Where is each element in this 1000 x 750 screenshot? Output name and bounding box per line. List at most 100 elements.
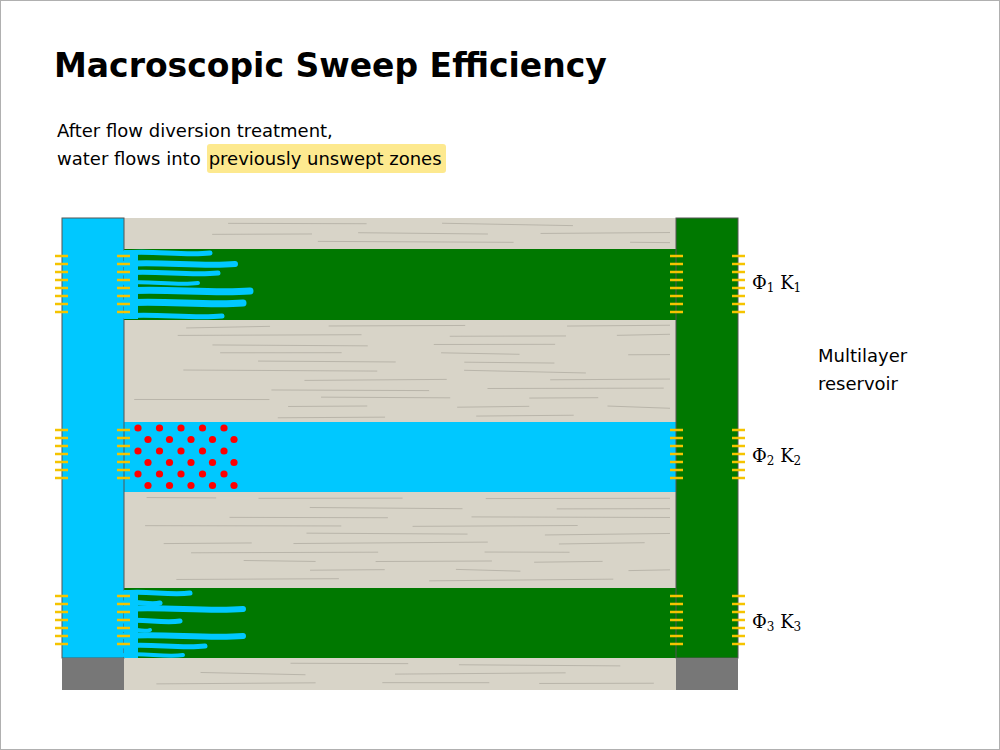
texture-stroke [472, 516, 670, 518]
perforation-tick [732, 603, 745, 606]
perforation-tick [117, 295, 130, 298]
perforation-tick [670, 295, 683, 298]
texture-stroke [310, 507, 463, 508]
texture-stroke [464, 370, 586, 373]
perforation-tick [732, 611, 745, 614]
perforation-tick [55, 437, 68, 440]
texture-stroke [271, 389, 429, 391]
water-finger [124, 315, 222, 317]
texture-stroke [230, 517, 388, 518]
perforation-tick [670, 445, 683, 448]
perforation-tick [117, 461, 130, 464]
texture-stroke [442, 223, 573, 225]
texture-stroke [178, 334, 362, 336]
particle-dot [230, 482, 237, 489]
perforation-tick [732, 595, 745, 598]
perforation-tick [732, 295, 745, 298]
texture-stroke [450, 335, 566, 336]
texture-stroke [164, 542, 252, 544]
texture-stroke [628, 354, 670, 355]
particle-dot [166, 459, 173, 466]
perforation-tick [732, 437, 745, 440]
perforation-tick [117, 603, 130, 606]
perforation-tick [55, 469, 68, 472]
texture-stroke [607, 406, 670, 408]
perforation-tick [732, 477, 745, 480]
texture-stroke [358, 233, 488, 234]
water-fingers [124, 250, 250, 658]
perforation-tick [55, 643, 68, 646]
perforation-tick [55, 635, 68, 638]
particle-dot [144, 436, 151, 443]
texture-stroke [567, 325, 670, 327]
perforation-tick [55, 445, 68, 448]
texture-stroke [291, 663, 409, 664]
perforations [55, 256, 745, 644]
water-finger [124, 290, 250, 292]
production-well-base [676, 658, 738, 690]
perforation-tick [55, 295, 68, 298]
texture-stroke [395, 673, 566, 674]
texture-stroke [476, 415, 574, 417]
subtitle-line: water flows into [57, 148, 201, 169]
texture-stroke [176, 578, 339, 580]
texture-stroke [628, 569, 670, 571]
perforation-tick [670, 271, 683, 274]
texture-stroke [534, 561, 602, 563]
particle-dot [177, 470, 184, 477]
texture-stroke [186, 326, 270, 328]
texture-stroke [486, 498, 670, 499]
perforation-tick [117, 429, 130, 432]
water-front [124, 590, 138, 658]
particle-dot [209, 482, 216, 489]
particle-dot [209, 436, 216, 443]
particle-dot [177, 447, 184, 454]
particle-dot [144, 459, 151, 466]
perforation-tick [117, 619, 130, 622]
texture-stroke [156, 683, 315, 684]
texture-stroke [321, 397, 450, 399]
diverter-particles [134, 424, 237, 489]
texture-stroke [557, 508, 670, 509]
water-layer-2 [124, 422, 676, 492]
perforation-tick [670, 279, 683, 282]
texture-stroke [485, 552, 570, 553]
particle-dot [166, 482, 173, 489]
perforation-tick [670, 311, 683, 314]
particle-dot [187, 459, 194, 466]
particle-dot [199, 424, 206, 431]
perforation-tick [117, 287, 130, 290]
perforation-tick [732, 429, 745, 432]
perforation-tick [55, 595, 68, 598]
perforation-tick [670, 255, 683, 258]
perforation-tick [117, 437, 130, 440]
perforation-tick [732, 445, 745, 448]
perforation-tick [55, 627, 68, 630]
perforation-tick [55, 611, 68, 614]
texture-stroke [456, 569, 520, 571]
particle-dot [230, 436, 237, 443]
texture-stroke [457, 406, 529, 408]
texture-stroke [183, 370, 377, 371]
texture-stroke [376, 560, 492, 562]
perforation-tick [55, 603, 68, 606]
layer-property-label: Φ1 K1 [752, 272, 801, 295]
texture-stroke [545, 533, 670, 535]
texture-stroke [487, 388, 663, 389]
texture-stroke [244, 560, 316, 562]
particle-dot [156, 447, 163, 454]
particle-dot [156, 470, 163, 477]
perforation-tick [55, 311, 68, 314]
perforation-tick [670, 603, 683, 606]
particle-dot [209, 459, 216, 466]
perforation-tick [732, 263, 745, 266]
perforation-tick [117, 445, 130, 448]
perforation-tick [670, 263, 683, 266]
particle-dot [220, 447, 227, 454]
perforation-tick [117, 279, 130, 282]
perforation-tick [670, 287, 683, 290]
texture-stroke [191, 552, 378, 554]
perforation-tick [55, 271, 68, 274]
perforation-tick [670, 611, 683, 614]
particle-dot [199, 447, 206, 454]
